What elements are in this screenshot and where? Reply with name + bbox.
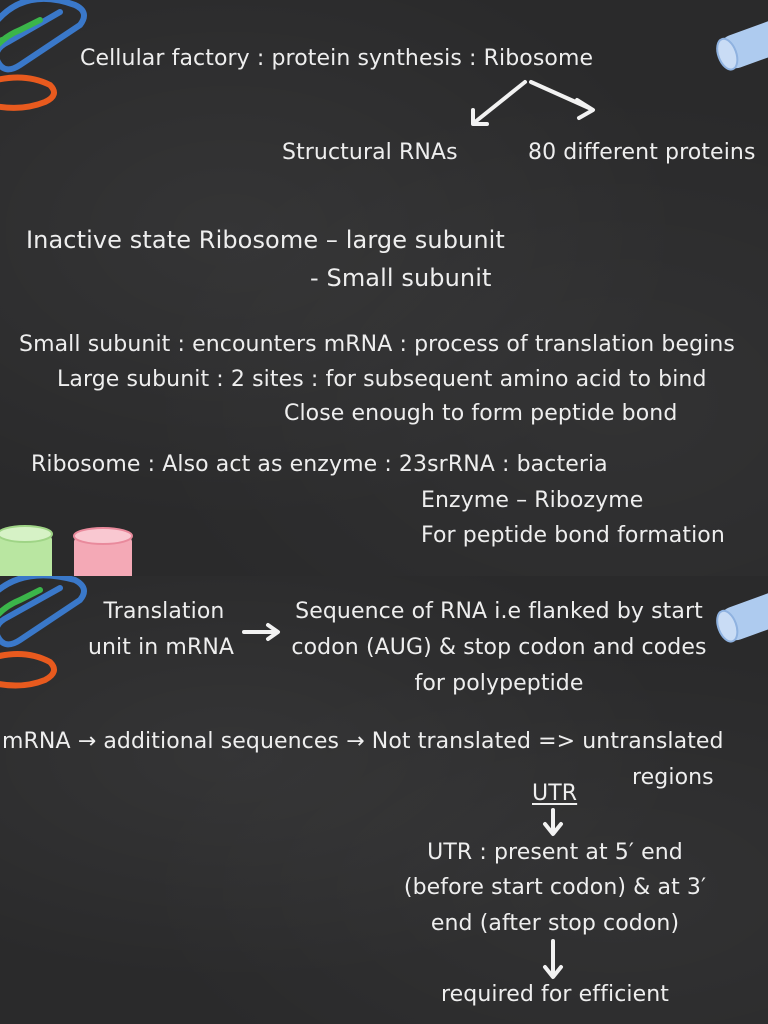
enzyme-line-2: Enzyme – Ribozyme [421, 488, 644, 513]
enzyme-line-1: Ribosome : Also act as enzyme : 23srRNA … [31, 452, 608, 477]
utr-line-2: (before start codon) & at 3′ [403, 875, 707, 900]
paperclip-icon [0, 576, 87, 689]
mrna-line: mRNA → additional sequences → Not transl… [2, 729, 724, 754]
branch-80-proteins: 80 different proteins [528, 140, 756, 165]
slide-translation: Translation unit in mRNA Sequence of RNA… [0, 576, 768, 1024]
slide-title: Cellular factory : protein synthesis : R… [80, 46, 594, 71]
sequence-line-3: for polypeptide [414, 671, 584, 696]
inactive-line-1: Inactive state Ribosome – large subunit [26, 226, 505, 254]
arrow-icon [471, 80, 595, 126]
regions-label: regions [632, 765, 714, 790]
inactive-line-2: - Small subunit [310, 264, 492, 292]
large-subunit-line-1: Large subunit : 2 sites : for subsequent… [57, 367, 707, 392]
paperclip-icon [0, 0, 87, 111]
arrow-icon [242, 623, 280, 641]
sequence-line-2: codon (AUG) & stop codon and codes [291, 635, 707, 660]
unit-line-2: unit in mRNA [87, 635, 235, 660]
arrow-icon [543, 939, 563, 979]
branch-structural-rnas: Structural RNAs [282, 140, 458, 165]
arrow-icon [543, 808, 563, 836]
utr-label: UTR [532, 781, 578, 806]
enzyme-line-3: For peptide bond formation [421, 523, 725, 548]
chalk-stick-icon [716, 592, 768, 643]
chalk-stick-icon [716, 20, 768, 71]
small-subunit-line: Small subunit : encounters mRNA : proces… [19, 332, 735, 357]
utr-line-1: UTR : present at 5′ end [427, 840, 683, 865]
required-line: required for efficient [440, 982, 670, 1007]
chalk-stick-icon [0, 525, 133, 576]
sequence-line-1: Sequence of RNA i.e flanked by start [295, 599, 703, 624]
unit-line-1: Translation [103, 599, 225, 624]
utr-line-3: end (after stop codon) [430, 911, 680, 936]
large-subunit-line-2: Close enough to form peptide bond [284, 401, 678, 426]
slide-ribosome: Cellular factory : protein synthesis : R… [0, 0, 768, 576]
